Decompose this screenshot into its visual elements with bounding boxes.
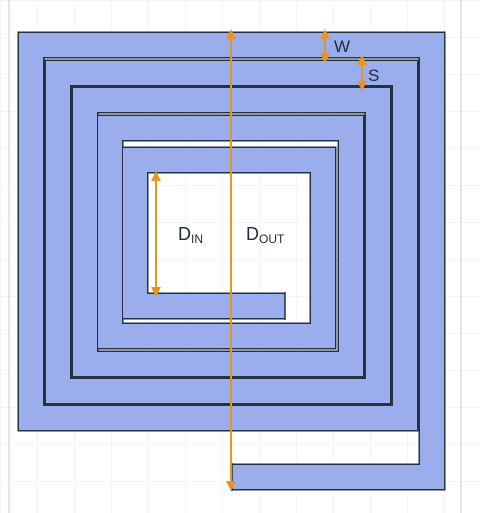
w-label: W bbox=[334, 37, 350, 56]
d-in-label-main: D bbox=[178, 224, 191, 244]
s-label: S bbox=[368, 66, 379, 85]
d-out-label: DOUT bbox=[246, 224, 285, 246]
d-in-label: DIN bbox=[178, 224, 203, 246]
d-out-label-sub: OUT bbox=[259, 232, 285, 246]
d-in-label-sub: IN bbox=[191, 232, 203, 246]
d-out-label-main: D bbox=[246, 224, 259, 244]
